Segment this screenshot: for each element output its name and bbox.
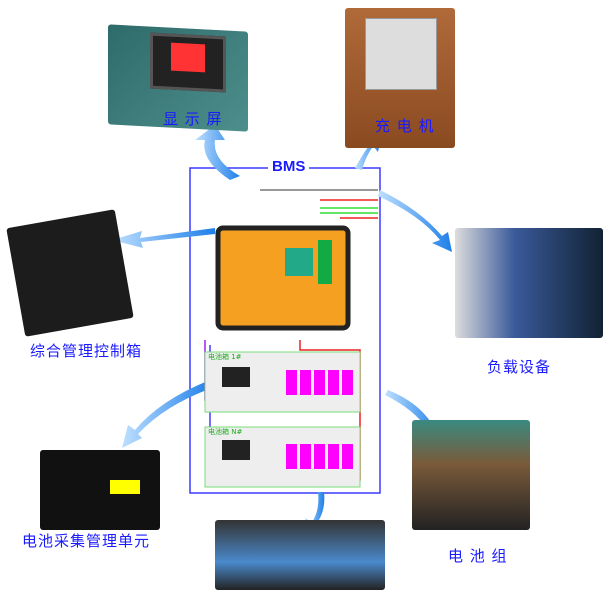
- arrow-collector: [122, 380, 212, 448]
- label-collector: 电池采集管理单元: [22, 532, 151, 550]
- arrow-control: [112, 228, 215, 248]
- load-photo: [455, 228, 603, 338]
- label-display: 显 示 屏: [163, 110, 223, 128]
- control-box-photo: [6, 209, 134, 337]
- bms-title: BMS: [268, 158, 310, 175]
- arrow-pack: [385, 390, 440, 440]
- label-battery-pack: 电 池 组: [448, 547, 508, 565]
- batteries-photo: [215, 520, 385, 590]
- arrow-load: [378, 190, 452, 252]
- label-load: 负载设备: [487, 358, 552, 376]
- label-box-1: 电池箱 1#: [208, 353, 242, 361]
- label-charger: 充 电 机: [375, 117, 435, 135]
- charger-photo: [345, 8, 455, 148]
- label-box-n: 电池箱 N#: [208, 428, 243, 436]
- collector-photo: [40, 450, 160, 530]
- bms-controller: [215, 225, 351, 331]
- battery-pack-photo: [412, 420, 530, 530]
- arrow-display: [195, 125, 240, 180]
- label-control-box: 综合管理控制箱: [30, 342, 143, 360]
